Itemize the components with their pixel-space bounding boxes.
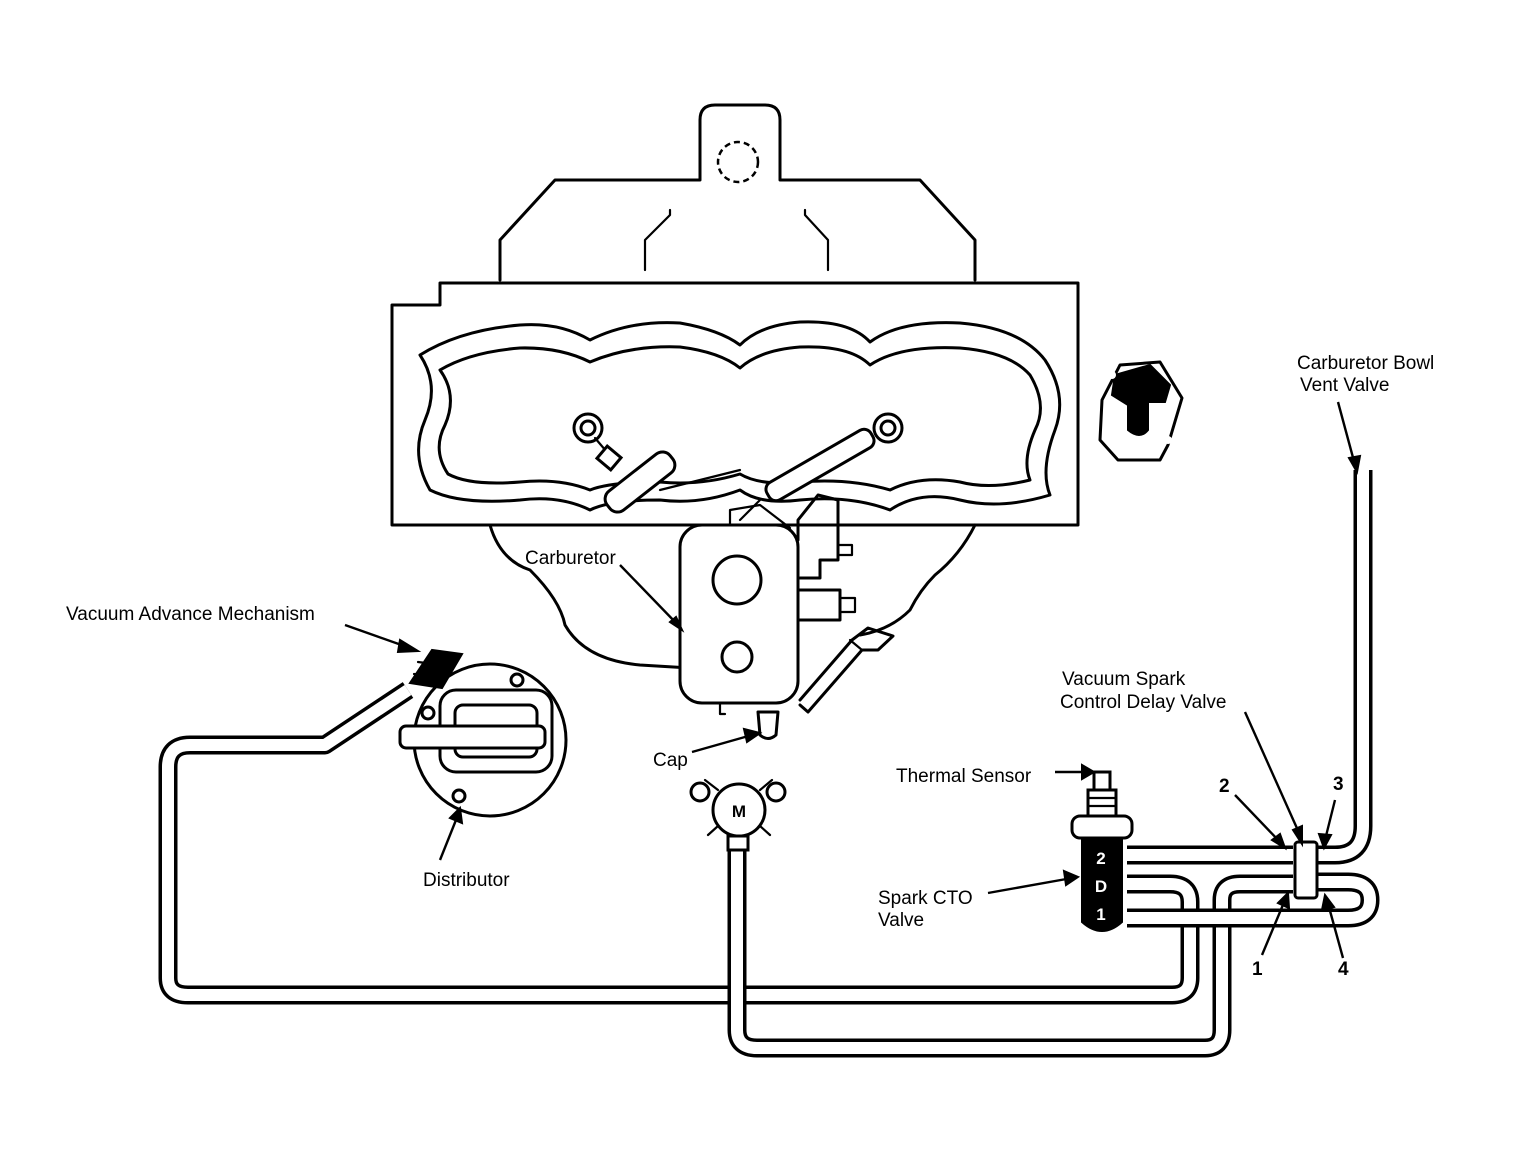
label-vacuum-advance-mechanism: Vacuum Advance Mechanism [66, 604, 315, 625]
label-carburetor-bowl-vent-valve-1: Carburetor Bowl [1297, 353, 1434, 374]
carburetor [678, 493, 895, 740]
label-thermal-sensor: Thermal Sensor [896, 766, 1032, 787]
label-vacuum-spark-2: Control Delay Valve [1060, 692, 1227, 713]
spark-cto-valve: 2 D 1 [1070, 770, 1134, 932]
vacuum-spark-control-delay-valve [1293, 840, 1319, 900]
cto-port-2-marker: 2 [1096, 849, 1105, 868]
label-spark-cto-2: Valve [878, 910, 924, 931]
throttle-linkage [572, 412, 742, 514]
callout-labels: Carburetor Bowl Vent Valve Carburetor Va… [66, 353, 1434, 980]
distributor [398, 648, 568, 818]
label-carburetor-bowl-vent-valve-2: Vent Valve [1300, 375, 1389, 396]
port-number-2: 2 [1219, 776, 1230, 797]
choke-linkage [738, 412, 904, 522]
leader-arrows [344, 401, 1362, 959]
label-cap: Cap [653, 750, 688, 771]
cto-port-d-marker: D [1095, 877, 1107, 896]
port-number-4: 4 [1338, 959, 1349, 980]
vacuum-hoses [158, 470, 1380, 1058]
vacuum-advance-mechanism [408, 648, 464, 690]
manifold-marker-m: M [732, 802, 746, 821]
label-vacuum-spark-1: Vacuum Spark [1062, 669, 1186, 690]
filler-cap-outline [716, 140, 760, 184]
label-carburetor: Carburetor [525, 548, 616, 569]
air-cleaner-assembly [390, 103, 1080, 670]
manifold-vacuum-fitting: M [689, 778, 787, 852]
cto-port-1-marker: 1 [1096, 905, 1105, 924]
vacuum-cap [756, 710, 780, 740]
port-number-3: 3 [1333, 774, 1344, 795]
label-spark-cto-1: Spark CTO [878, 888, 973, 909]
label-distributor: Distributor [423, 870, 510, 891]
thermostat-housing [1098, 360, 1184, 462]
port-number-1: 1 [1252, 959, 1263, 980]
